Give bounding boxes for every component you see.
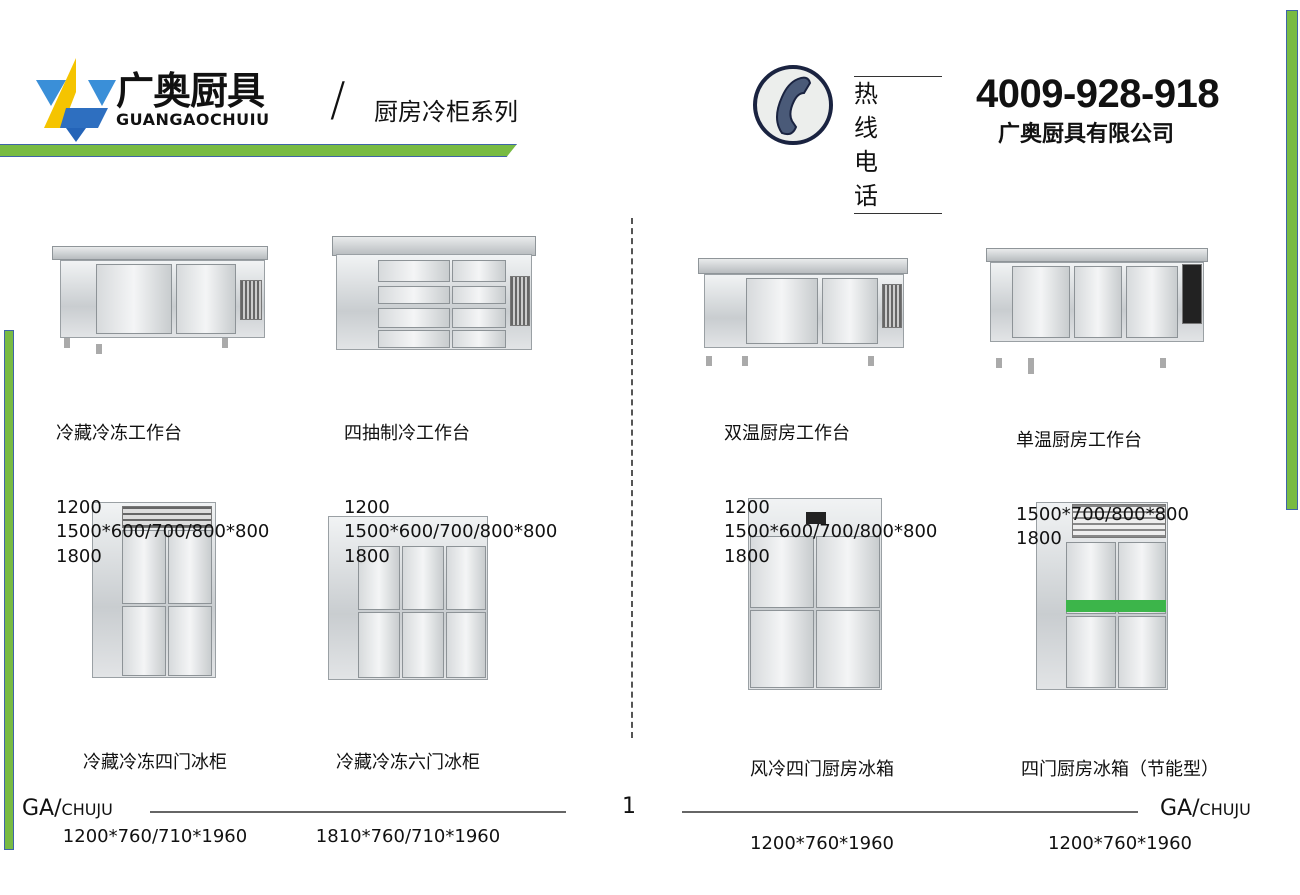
product-6-info: 冷藏冷冻六门冰柜 1810*760/710*1960 bbox=[308, 702, 508, 874]
product-specs: 1200 1500*600/700/800*800 1800 bbox=[724, 496, 938, 567]
product-image-4 bbox=[986, 248, 1208, 374]
left-green-bar bbox=[4, 330, 14, 850]
product-7-info: 风冷四门厨房冰箱 1200*760*1960 bbox=[722, 709, 922, 881]
company-name: 广奥厨具有限公司 bbox=[998, 122, 1175, 147]
product-2-info: 四抽制冷工作台 1200 1500*600/700/800*800 1800 bbox=[344, 373, 557, 594]
footer-brand-right: GA/CHUJU bbox=[1160, 796, 1251, 821]
phone-icon bbox=[753, 65, 833, 145]
product-name: 冷藏冷冻工作台 bbox=[56, 423, 182, 444]
product-specs: 1810*760/710*1960 bbox=[315, 825, 501, 847]
footer-brand-small: CHUJU bbox=[1199, 800, 1251, 819]
logo-text-cn: 广奥厨具 bbox=[116, 69, 265, 113]
product-specs: 1200 1500*600/700/800*800 1800 bbox=[344, 496, 558, 567]
product-name: 冷藏冷冻六门冰柜 bbox=[336, 752, 480, 773]
product-image-1 bbox=[52, 246, 268, 354]
product-image-2 bbox=[332, 236, 536, 358]
product-specs: 1200*760/710*1960 bbox=[62, 825, 248, 847]
logo-text-en: GUANGAOCHUIU bbox=[116, 110, 270, 129]
footer-line-right bbox=[682, 811, 1138, 813]
product-image-5 bbox=[92, 502, 216, 686]
footer-brand-left: GA/CHUJU bbox=[22, 796, 113, 821]
product-8-info: 四门厨房冰箱（节能型） 1200*760*1960 bbox=[1000, 709, 1240, 881]
product-image-3 bbox=[698, 258, 908, 366]
hotline-label-2: 电 话 bbox=[854, 148, 904, 210]
hotline-label: 热 线 电 话 bbox=[854, 76, 942, 214]
product-image-7 bbox=[748, 498, 882, 696]
footer-brand-big: GA/ bbox=[1160, 796, 1200, 821]
product-3-info: 双温厨房工作台 1200 1500*600/700/800*800 1800 bbox=[724, 373, 937, 594]
product-image-6 bbox=[328, 516, 488, 686]
product-image-8 bbox=[1036, 502, 1168, 696]
product-name: 四抽制冷工作台 bbox=[344, 423, 470, 444]
hotline-label-1: 热 线 bbox=[854, 80, 904, 142]
product-name: 四门厨房冰箱（节能型） bbox=[1021, 759, 1219, 780]
footer-brand-small: CHUJU bbox=[61, 800, 113, 819]
product-specs: 1200*760*1960 bbox=[750, 832, 894, 854]
title-separator: / bbox=[330, 72, 346, 126]
product-specs: 1200*760*1960 bbox=[1048, 832, 1192, 854]
product-specs: 1200 1500*600/700/800*800 1800 bbox=[56, 496, 270, 567]
header-green-bar bbox=[0, 144, 517, 157]
product-5-info: 冷藏冷冻四门冰柜 1200*760/710*1960 bbox=[55, 702, 255, 874]
product-4-info: 单温厨房工作台 1500*700/800*800 1800 bbox=[1016, 380, 1189, 576]
product-name: 单温厨房工作台 bbox=[1016, 430, 1142, 451]
footer-line-left bbox=[150, 811, 566, 813]
page-number: 1 bbox=[622, 794, 636, 819]
product-name: 双温厨房工作台 bbox=[724, 423, 850, 444]
hotline-number[interactable]: 4009-928-918 bbox=[976, 72, 1220, 116]
section-title: 厨房冷柜系列 bbox=[374, 98, 518, 126]
footer-brand-big: GA/ bbox=[22, 796, 62, 821]
center-divider bbox=[631, 218, 633, 738]
product-name: 风冷四门厨房冰箱 bbox=[750, 759, 894, 780]
product-name: 冷藏冷冻四门冰柜 bbox=[83, 752, 227, 773]
product-1-info: 冷藏冷冻工作台 1200 1500*600/700/800*800 1800 bbox=[56, 373, 269, 594]
product-specs: 1500*700/800*800 1800 bbox=[1016, 503, 1189, 550]
right-green-bar bbox=[1286, 10, 1298, 510]
logo-icon bbox=[36, 58, 116, 142]
